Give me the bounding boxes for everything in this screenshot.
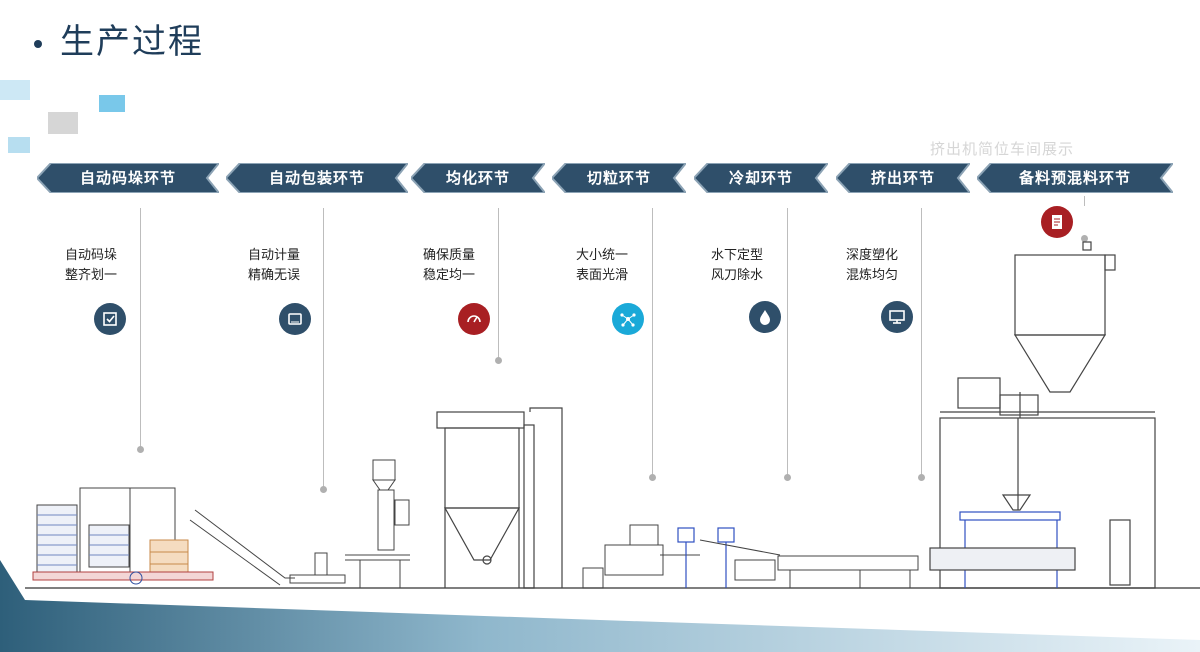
guide-dot bbox=[918, 474, 925, 481]
guide-line bbox=[1084, 196, 1085, 206]
monitor-icon bbox=[881, 301, 913, 333]
desc-line: 深度塑化 bbox=[845, 248, 898, 263]
banner-shape bbox=[411, 163, 545, 193]
decor-square bbox=[99, 95, 125, 112]
stage-desc-cooling: 水下定型风刀除水 bbox=[697, 246, 777, 286]
guide-dot bbox=[649, 474, 656, 481]
blowers bbox=[677, 527, 735, 588]
guide-dot bbox=[320, 486, 327, 493]
banner-shape bbox=[977, 163, 1173, 193]
ghost-caption: 挤出机简位车间展示 bbox=[930, 140, 1075, 158]
checkbox-icon bbox=[94, 303, 126, 335]
guide-dot bbox=[495, 357, 502, 364]
guide-dot bbox=[784, 474, 791, 481]
stage-desc-homogenize: 确保质量稳定均一 bbox=[409, 246, 489, 286]
document-icon bbox=[1041, 206, 1073, 238]
guide-dot bbox=[137, 446, 144, 453]
guide-line bbox=[921, 208, 922, 476]
stage-banner-packing: 自动包装环节 bbox=[226, 163, 408, 193]
stage-desc-stacking: 自动码垛整齐划一 bbox=[51, 246, 131, 286]
desc-line: 大小统一 bbox=[575, 248, 628, 263]
banner-shape bbox=[37, 163, 219, 193]
stage-desc-extrusion: 深度塑化混炼均匀 bbox=[832, 246, 912, 286]
desc-line: 混炼均匀 bbox=[845, 268, 898, 283]
desc-line: 自动码垛 bbox=[64, 248, 117, 263]
extruder-premix-unit bbox=[929, 241, 1156, 589]
molecule-icon bbox=[612, 303, 644, 335]
desc-line: 表面光滑 bbox=[575, 268, 628, 283]
bullet-icon bbox=[34, 39, 42, 48]
packing-machine bbox=[289, 459, 410, 588]
guide-dot bbox=[1081, 235, 1088, 242]
desc-line: 风刀除水 bbox=[710, 268, 763, 283]
banner-label: 挤出环节 bbox=[870, 169, 935, 187]
stage-desc-pelletize: 大小统一表面光滑 bbox=[562, 246, 642, 286]
desc-line: 稳定均一 bbox=[422, 268, 475, 283]
guide-line bbox=[652, 208, 653, 476]
stage-banner-pelletize: 切粒环节 bbox=[552, 163, 686, 193]
floor-strip bbox=[25, 588, 1200, 598]
guide-line bbox=[498, 208, 499, 358]
stage-banner-extrusion: 挤出环节 bbox=[836, 163, 970, 193]
stage-desc-packing: 自动计量精确无误 bbox=[234, 246, 314, 286]
stage-banner-stacking: 自动码垛环节 bbox=[37, 163, 219, 193]
banner-shape bbox=[694, 163, 828, 193]
page-title: 生产过程 bbox=[34, 14, 204, 63]
guide-line bbox=[140, 208, 141, 448]
decor-square bbox=[0, 80, 30, 100]
page-title-text: 生产过程 bbox=[60, 22, 204, 62]
banner-label: 自动包装环节 bbox=[268, 169, 365, 187]
banner-shape bbox=[552, 163, 686, 193]
water-drop-icon bbox=[749, 301, 781, 333]
desc-line: 精确无误 bbox=[247, 268, 300, 283]
banner-label: 均化环节 bbox=[445, 169, 510, 187]
stacking-machine bbox=[32, 487, 295, 586]
desc-line: 自动计量 bbox=[247, 248, 300, 263]
decor-square bbox=[48, 112, 78, 134]
gauge-icon bbox=[458, 303, 490, 335]
cooling-trough bbox=[699, 539, 919, 588]
pelletizer bbox=[582, 524, 700, 589]
stage-banner-premix: 备料预混料环节 bbox=[977, 163, 1173, 193]
banner-label: 冷却环节 bbox=[728, 169, 793, 187]
stage-banner-homogenize: 均化环节 bbox=[411, 163, 545, 193]
banner-label: 切粒环节 bbox=[586, 169, 651, 187]
banner-shape bbox=[836, 163, 970, 193]
stage-banner-cooling: 冷却环节 bbox=[694, 163, 828, 193]
banner-label: 备料预混料环节 bbox=[1018, 169, 1131, 187]
screen-icon bbox=[279, 303, 311, 335]
bottom-band bbox=[0, 560, 1200, 652]
desc-line: 水下定型 bbox=[710, 248, 763, 263]
homogenizer-silo bbox=[436, 407, 563, 589]
desc-line: 整齐划一 bbox=[64, 268, 117, 283]
banner-label: 自动码垛环节 bbox=[79, 169, 176, 187]
guide-line bbox=[323, 208, 324, 488]
guide-line bbox=[787, 208, 788, 476]
desc-line: 确保质量 bbox=[422, 248, 475, 263]
decor-square bbox=[8, 137, 30, 153]
banner-shape bbox=[226, 163, 408, 193]
